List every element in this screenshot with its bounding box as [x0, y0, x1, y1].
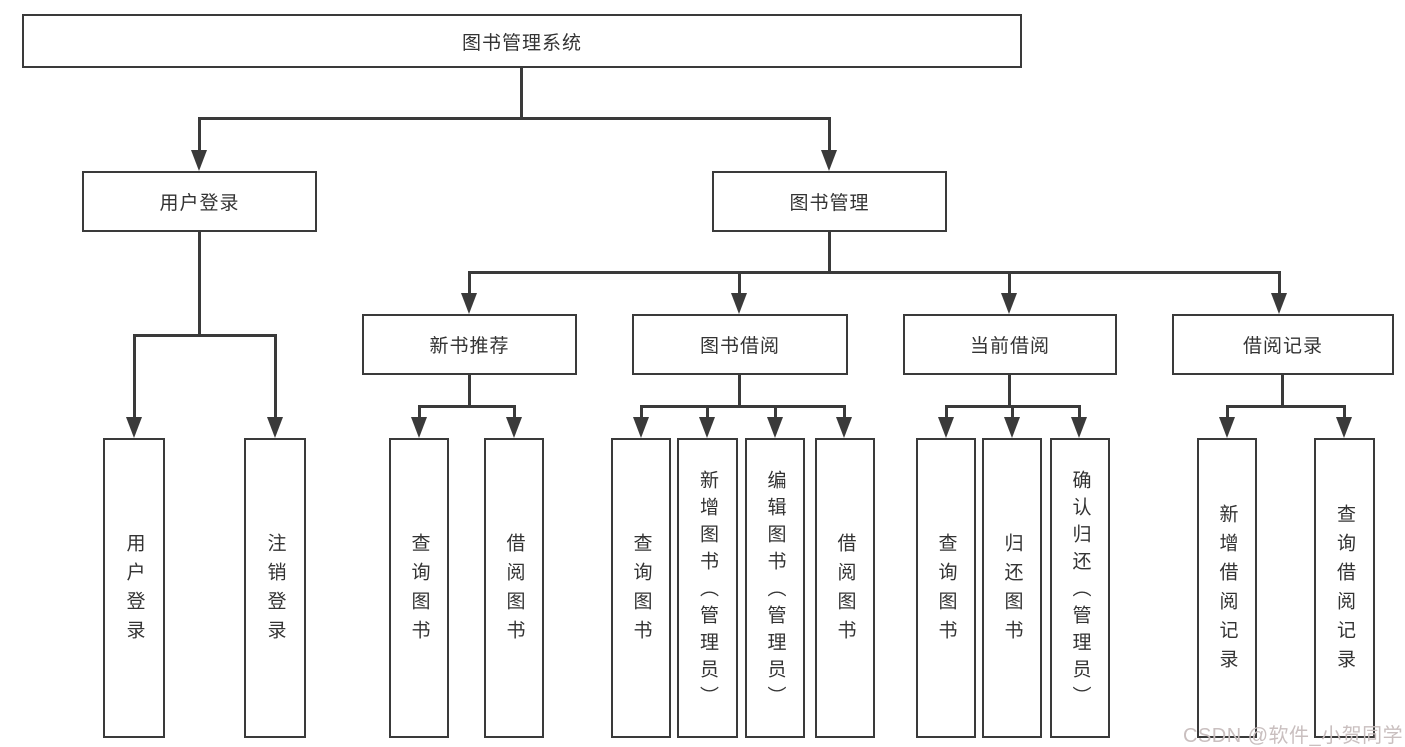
arrowhead — [1336, 417, 1352, 438]
arrowhead — [1001, 293, 1017, 314]
node-new-book-recommend: 新书推荐 — [362, 314, 577, 375]
connector-line — [133, 334, 277, 337]
connector-line — [1008, 375, 1011, 408]
arrowhead — [1271, 293, 1287, 314]
arrowhead — [411, 417, 427, 438]
connector-line — [843, 405, 846, 418]
connector-line — [1278, 271, 1281, 293]
connector-line — [1011, 405, 1014, 418]
leaf-query-book-1: 查询图书 — [389, 438, 449, 738]
leaf-add-borrow-record: 新增借阅记录 — [1197, 438, 1257, 738]
connector-line — [418, 405, 516, 408]
connector-line — [738, 375, 741, 408]
node-root: 图书管理系统 — [22, 14, 1022, 68]
connector-line — [468, 375, 471, 408]
arrowhead — [821, 150, 837, 171]
leaf-query-borrow-record: 查询借阅记录 — [1314, 438, 1375, 738]
leaf-query-book-3: 查询图书 — [916, 438, 976, 738]
node-current-borrow: 当前借阅 — [903, 314, 1117, 375]
connector-line — [828, 232, 831, 274]
arrowhead — [767, 417, 783, 438]
arrowhead — [938, 417, 954, 438]
arrowhead — [731, 293, 747, 314]
connector-line — [945, 405, 948, 418]
leaf-user-login: 用户登录 — [103, 438, 165, 738]
leaf-add-book-admin: 新增图书（管理员） — [677, 438, 738, 738]
arrowhead — [1219, 417, 1235, 438]
leaf-logout: 注销登录 — [244, 438, 306, 738]
connector-line — [706, 405, 709, 418]
leaf-borrow-book-1: 借阅图书 — [484, 438, 544, 738]
connector-line — [1343, 405, 1346, 418]
arrowhead — [191, 150, 207, 171]
connector-line — [1008, 271, 1011, 293]
arrowhead — [506, 417, 522, 438]
arrowhead — [1071, 417, 1087, 438]
arrowhead — [699, 417, 715, 438]
connector-line — [513, 405, 516, 418]
connector-line — [640, 405, 643, 418]
connector-line — [468, 271, 1281, 274]
arrowhead — [267, 417, 283, 438]
leaf-return-book: 归还图书 — [982, 438, 1042, 738]
leaf-confirm-return-admin: 确认归还（管理员） — [1050, 438, 1110, 738]
connector-line — [520, 68, 523, 118]
connector-line — [418, 405, 421, 418]
connector-line — [198, 117, 201, 151]
csdn-watermark: CSDN @软件_小贺同学 — [1183, 725, 1404, 747]
connector-line — [468, 271, 471, 293]
connector-line — [640, 405, 846, 408]
node-user-login: 用户登录 — [82, 171, 317, 232]
arrowhead — [1004, 417, 1020, 438]
connector-line — [738, 271, 741, 293]
leaf-edit-book-admin: 编辑图书（管理员） — [745, 438, 805, 738]
leaf-borrow-book-2: 借阅图书 — [815, 438, 875, 738]
arrowhead — [633, 417, 649, 438]
connector-line — [198, 232, 201, 337]
connector-line — [274, 334, 277, 418]
arrowhead — [461, 293, 477, 314]
connector-line — [133, 334, 136, 418]
node-borrow-records: 借阅记录 — [1172, 314, 1394, 375]
node-book-management: 图书管理 — [712, 171, 947, 232]
connector-line — [198, 117, 831, 120]
connector-line — [828, 117, 831, 151]
connector-line — [1226, 405, 1344, 408]
connector-line — [774, 405, 777, 418]
arrowhead — [836, 417, 852, 438]
arrowhead — [126, 417, 142, 438]
connector-line — [1226, 405, 1229, 418]
connector-line — [1078, 405, 1081, 418]
connector-line — [1281, 375, 1284, 408]
leaf-query-book-2: 查询图书 — [611, 438, 671, 738]
node-book-borrow: 图书借阅 — [632, 314, 848, 375]
